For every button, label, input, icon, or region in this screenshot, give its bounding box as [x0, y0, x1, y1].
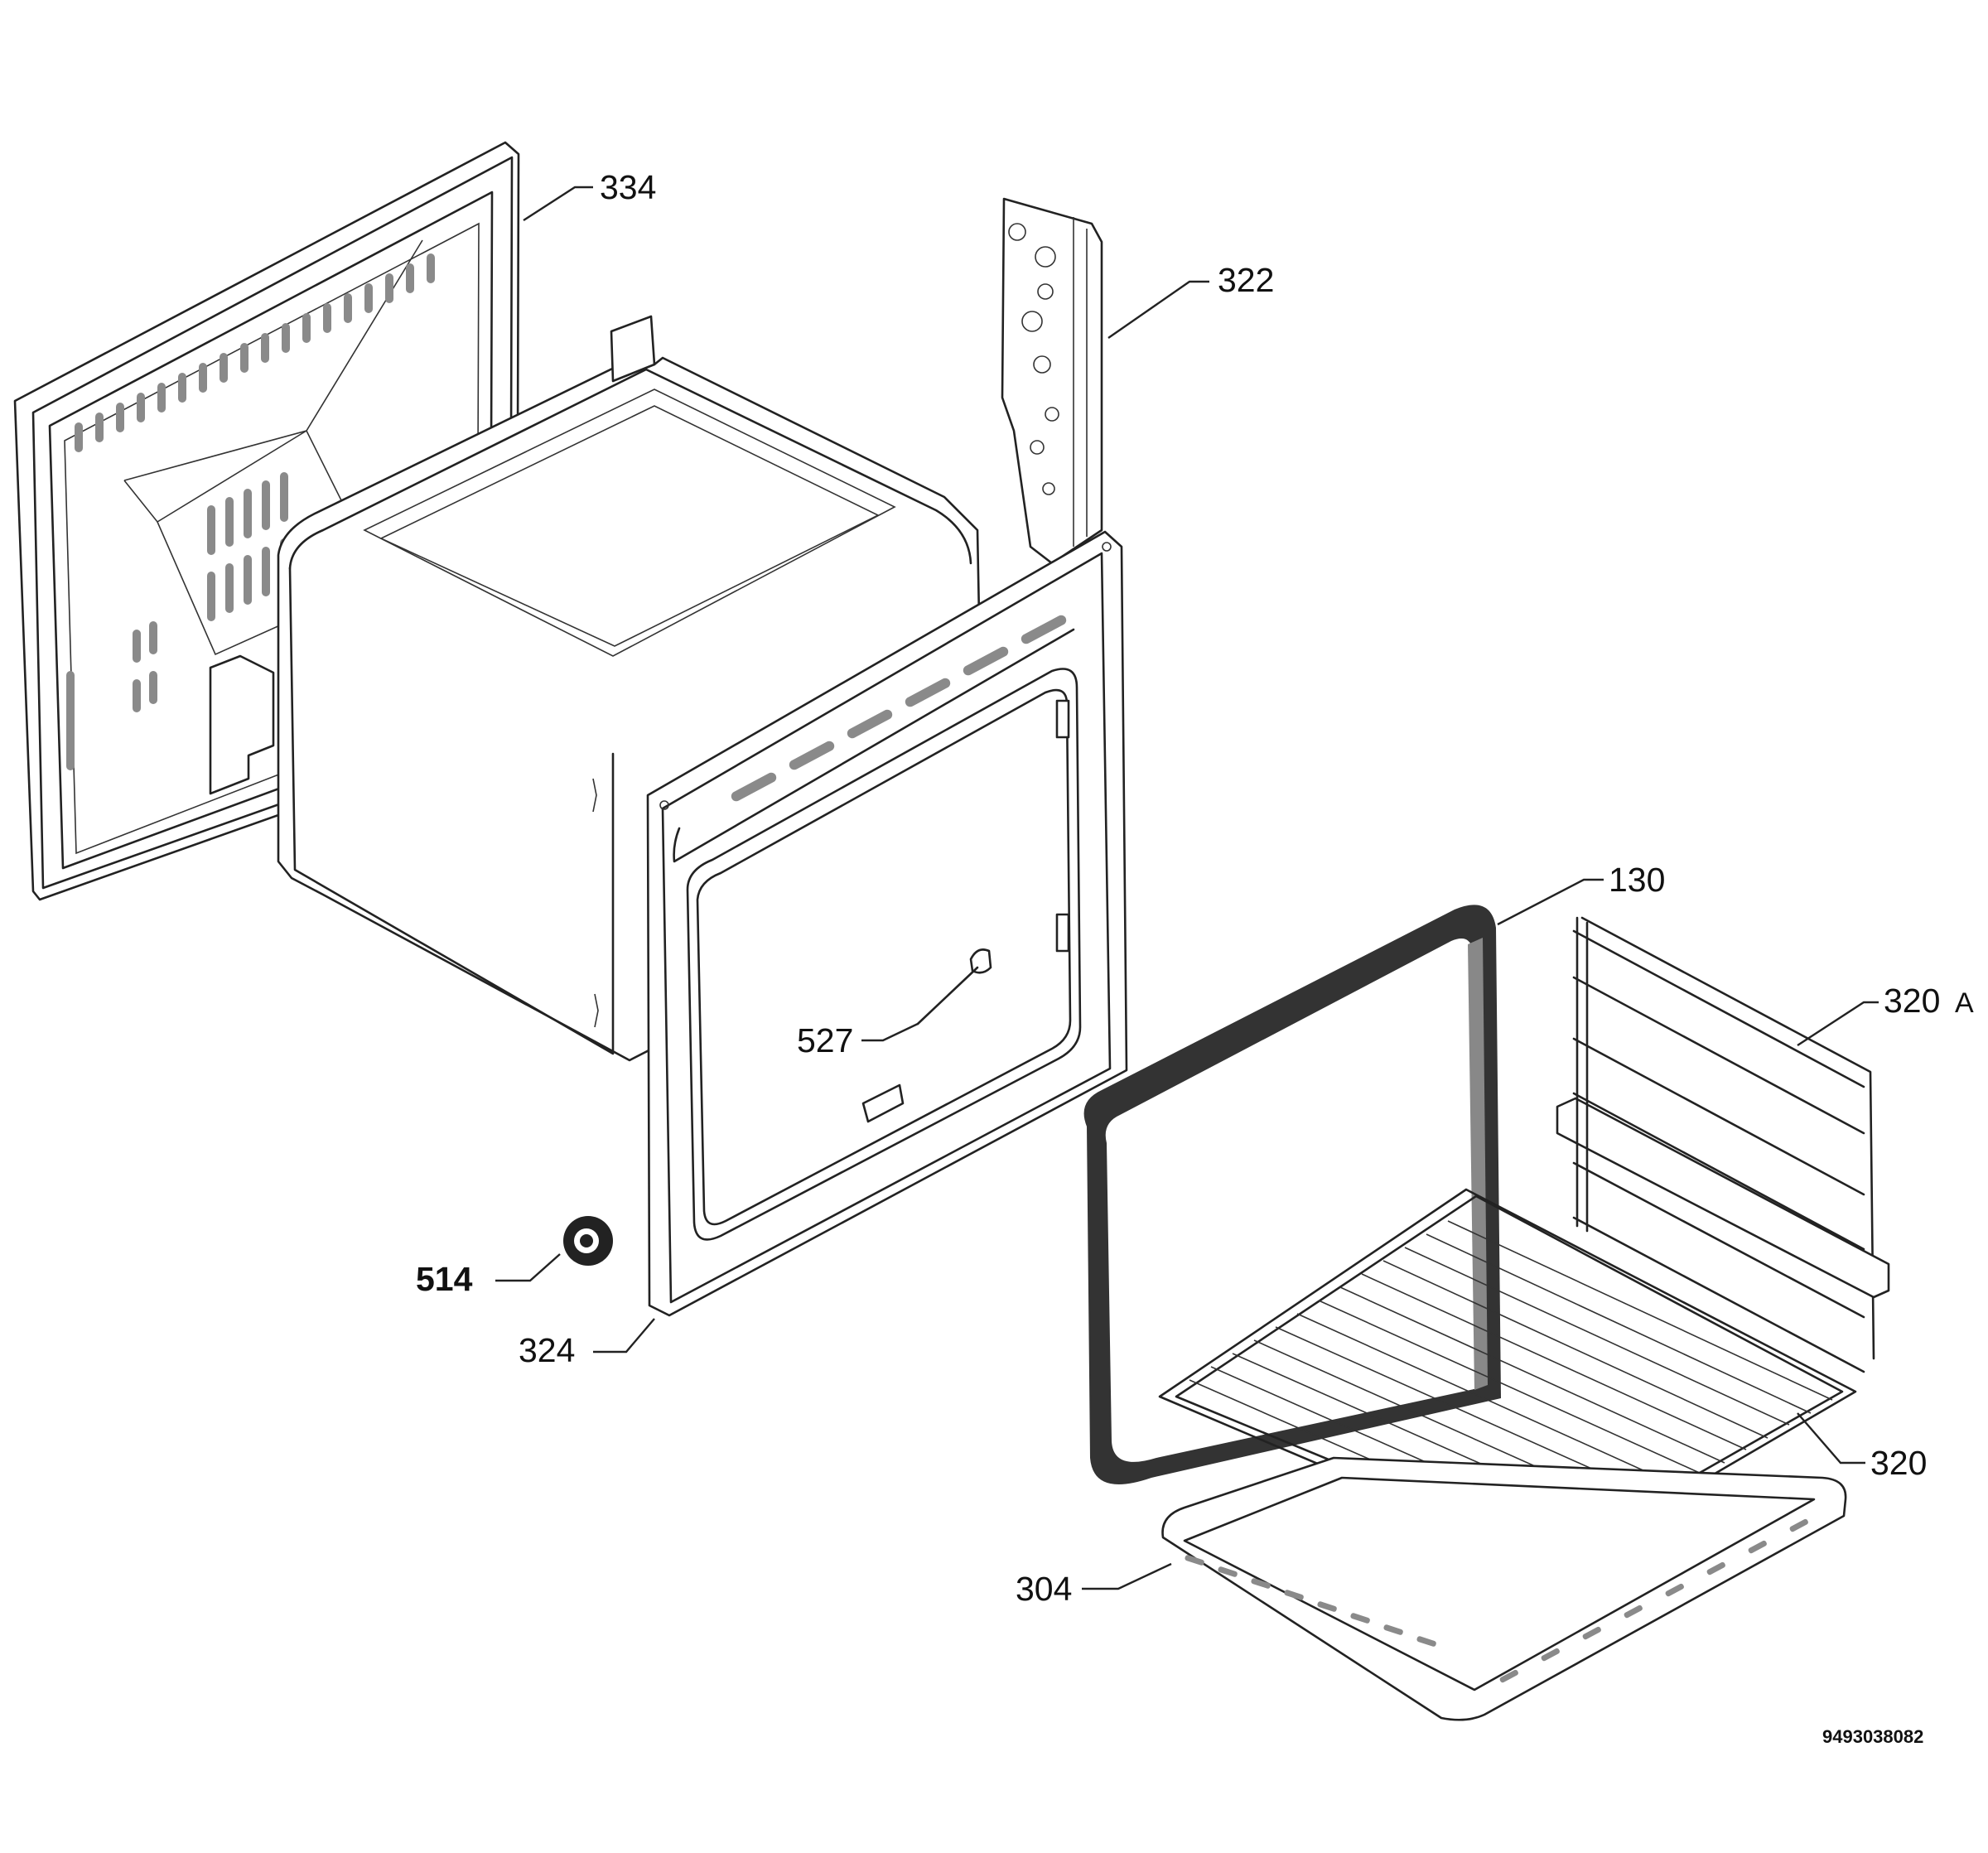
frame-vent-slots [731, 615, 1067, 802]
part-527-lamp-holder [916, 948, 992, 1025]
leader-lines [495, 186, 1879, 1590]
callout-320a-suffix: A [1955, 987, 1974, 1019]
callout-322: 322 [1218, 261, 1274, 299]
callout-labels: 334 322 130 320 A 527 514 324 320 304 94… [416, 168, 1974, 1747]
callout-514: 514 [416, 1260, 473, 1298]
part-324-front-frame [646, 530, 1128, 1317]
callout-320a-number: 320 [1884, 982, 1940, 1020]
part-322-side-rail [1001, 197, 1103, 565]
part-514-nut [563, 1216, 613, 1266]
part-130-door-seal [1083, 905, 1501, 1484]
vent-slots [66, 253, 435, 770]
callout-130: 130 [1609, 861, 1665, 899]
part-320a-shelf-support [1556, 916, 1890, 1373]
part-304-baking-tray [1161, 1456, 1847, 1721]
callout-320: 320 [1870, 1444, 1927, 1482]
callout-527: 527 [797, 1021, 853, 1059]
callout-304: 304 [1016, 1570, 1072, 1608]
callout-334: 334 [600, 168, 656, 206]
callout-324: 324 [519, 1331, 575, 1369]
drawing-number: 9493038082 [1822, 1726, 1923, 1747]
